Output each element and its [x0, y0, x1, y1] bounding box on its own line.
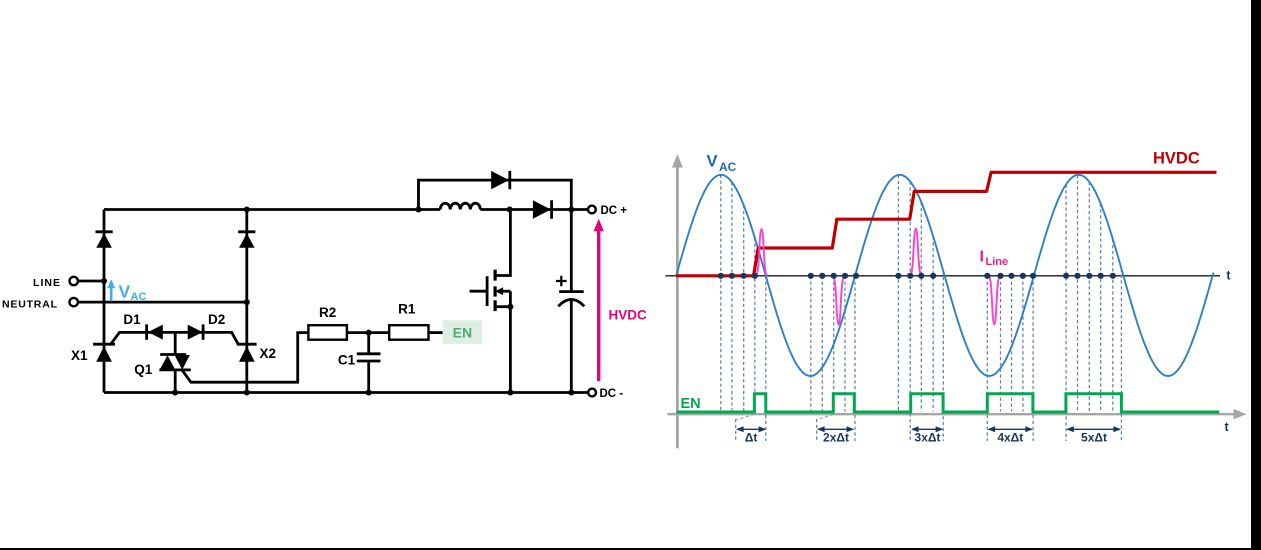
svg-text:DC -: DC - — [600, 388, 624, 400]
svg-text:Line: Line — [986, 256, 1009, 268]
svg-text:3xΔt: 3xΔt — [915, 431, 941, 445]
svg-text:4xΔt: 4xΔt — [997, 431, 1023, 445]
svg-text:I: I — [980, 249, 984, 266]
svg-text:R1: R1 — [398, 302, 416, 317]
svg-text:LINE: LINE — [33, 277, 60, 289]
svg-text:EN: EN — [681, 396, 701, 412]
svg-text:C1: C1 — [338, 352, 356, 367]
svg-text:EN: EN — [453, 324, 472, 340]
svg-text:t: t — [1226, 269, 1231, 283]
svg-text:Δt: Δt — [745, 431, 758, 445]
svg-text:AC: AC — [719, 160, 737, 174]
svg-text:2xΔt: 2xΔt — [823, 431, 849, 445]
svg-text:X1: X1 — [71, 348, 88, 363]
svg-text:X2: X2 — [260, 346, 277, 361]
svg-text:V: V — [119, 282, 131, 302]
svg-text:HVDC: HVDC — [1153, 150, 1200, 168]
svg-text:HVDC: HVDC — [609, 307, 648, 322]
svg-text:DC +: DC + — [601, 205, 628, 217]
svg-text:NEUTRAL: NEUTRAL — [2, 298, 58, 310]
svg-text:D1: D1 — [123, 312, 141, 327]
svg-text:V: V — [707, 153, 718, 171]
svg-text:5xΔt: 5xΔt — [1081, 431, 1107, 445]
svg-text:D2: D2 — [208, 312, 225, 327]
svg-text:Q1: Q1 — [134, 362, 153, 377]
svg-text:t: t — [1225, 420, 1230, 434]
svg-text:R2: R2 — [319, 305, 336, 320]
svg-text:AC: AC — [131, 291, 147, 303]
